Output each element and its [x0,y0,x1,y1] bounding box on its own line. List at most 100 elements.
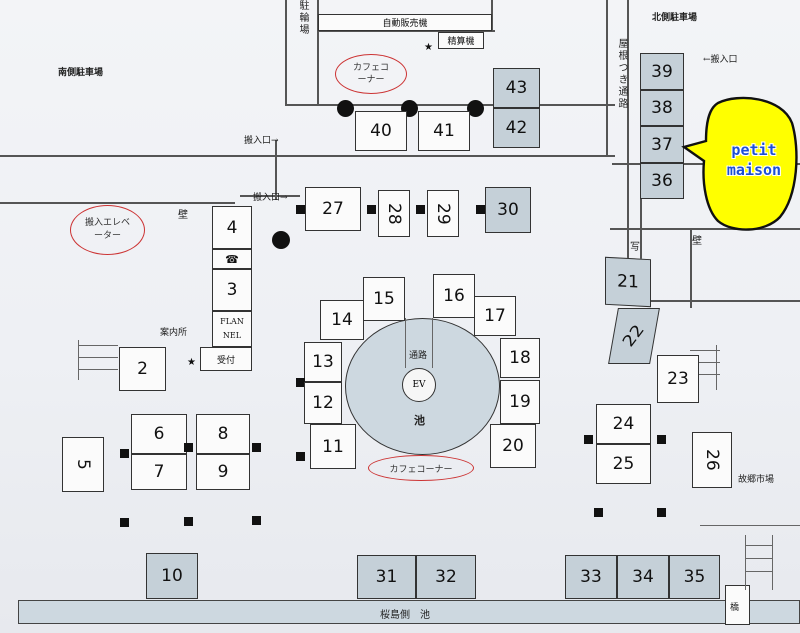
booth-number: 38 [651,98,673,118]
booth-20[interactable]: 20 [490,424,536,468]
booth-number: 16 [443,286,465,306]
wall-line [285,0,287,105]
marker-square [416,205,425,214]
booth-43[interactable]: 43 [493,68,540,108]
wall-line [285,104,615,106]
booth-22[interactable]: 22 [608,308,660,364]
booth-4[interactable]: 4 [212,206,252,249]
booth-25[interactable]: 25 [596,444,651,484]
payment-machine: 精算機 [438,32,484,49]
booth-40[interactable]: 40 [355,111,407,151]
booth-38[interactable]: 38 [640,90,684,126]
rail [690,350,720,352]
booth-28[interactable]: 28 [378,190,410,237]
booth-number: 35 [683,567,706,587]
booth-41[interactable]: 41 [418,111,470,151]
booth-number: 18 [509,348,531,368]
booth-number: 15 [373,289,395,309]
booth-5[interactable]: 5 [62,437,104,492]
vending-label: 自動販売機 [382,19,428,29]
wall-line [627,0,629,300]
pond-strip [18,600,800,624]
booth-19[interactable]: 19 [500,380,540,424]
pillar-dot [337,100,354,117]
rail [745,558,773,560]
booth-27[interactable]: 27 [305,187,361,231]
rail [700,525,800,527]
marker-square [252,516,261,525]
booth-number: 34 [632,567,654,587]
phone-icon: ☎ [225,252,239,266]
booth-14[interactable]: 14 [320,300,364,340]
booth-3[interactable]: 3 [212,269,252,311]
booth-31[interactable]: 31 [357,555,416,599]
booth-21[interactable]: 21 [605,256,651,308]
booth-7[interactable]: 7 [131,454,187,490]
booth-9[interactable]: 9 [196,454,250,490]
booth-number: 22 [619,321,649,351]
booth-33[interactable]: 33 [565,555,617,599]
booth-13[interactable]: 13 [304,342,342,382]
booth-number: 12 [312,393,334,413]
booth-number: 40 [370,121,392,141]
booth-42[interactable]: 42 [493,108,540,148]
booth-number: 27 [322,199,344,219]
booth-2[interactable]: 2 [119,347,166,391]
booth-26[interactable]: 26 [692,432,732,488]
rail [772,535,774,590]
booth-15[interactable]: 15 [363,277,405,321]
callout-bubble [681,96,798,231]
rail [716,345,718,390]
booth-16[interactable]: 16 [433,274,475,318]
booth-30[interactable]: 30 [485,187,531,233]
booth-34[interactable]: 34 [617,555,669,599]
booth-number: 32 [435,567,457,587]
booth-number: 33 [580,567,602,587]
pond-side-label: 桜島側 池 [380,610,430,621]
pillar-dot [467,100,484,117]
marker-square [252,443,261,452]
wall-line [690,228,692,308]
photo-label: 写 [630,242,640,253]
booth-23[interactable]: 23 [657,355,699,403]
ev-label: EV [412,380,426,390]
booth-35[interactable]: 35 [669,555,720,599]
booth-37[interactable]: 37 [640,126,684,163]
bridge [725,585,750,625]
booth-18[interactable]: 18 [500,338,540,378]
loading-elevator: 搬入エレベーター [70,205,145,255]
booth-number: 43 [505,78,528,98]
booth-number: 17 [484,306,506,326]
reception-box: 受付 [200,347,252,371]
booth-8[interactable]: 8 [196,414,250,454]
wall-line [610,228,800,230]
marker-square [594,508,603,517]
loading-entrance-1: 搬入口→ [244,136,279,146]
booth-10[interactable]: 10 [146,553,198,599]
wall-right-label: 壁 [692,236,702,247]
booth-6[interactable]: 6 [131,414,187,454]
marker-square [184,443,193,452]
booth-36[interactable]: 36 [640,163,684,199]
rail [690,374,720,376]
booth-number: 13 [312,352,334,372]
booth-number: 11 [322,436,344,457]
booth-17[interactable]: 17 [474,296,516,336]
wall-left-label: 壁 [178,210,188,221]
marker-square [584,435,593,444]
marker-square [184,517,193,526]
marker-square [120,518,129,527]
booth-12[interactable]: 12 [304,382,342,424]
booth-11[interactable]: 11 [310,424,356,469]
wall-line [275,140,277,200]
booth-39[interactable]: 39 [640,53,684,90]
booth-29[interactable]: 29 [427,190,459,237]
pond-label: 池 [414,414,425,427]
rail [745,571,773,573]
wall-line [606,0,608,155]
cafe-bottom-label: カフェコーナー [389,464,453,475]
booth-32[interactable]: 32 [416,555,476,599]
booth-24[interactable]: 24 [596,404,651,444]
booth-number: 41 [433,121,455,141]
